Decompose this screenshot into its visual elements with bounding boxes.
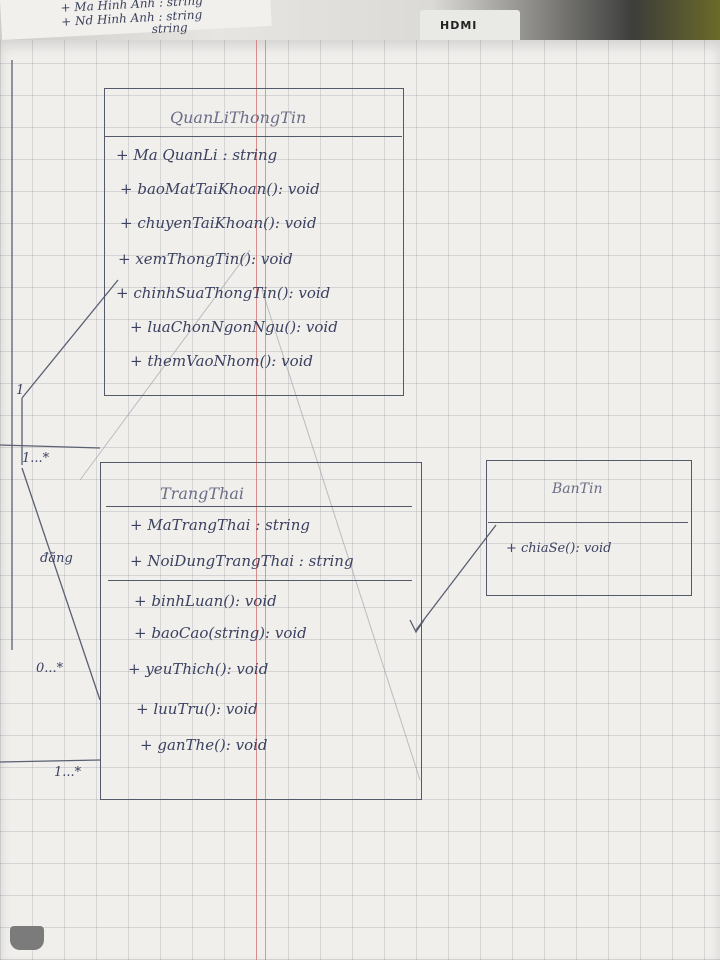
class-trangthai-attribute: + MaTrangThai : string bbox=[130, 516, 310, 534]
class-trangthai-method: + baoCao(string): void bbox=[134, 624, 307, 642]
pencil-line-1 bbox=[79, 249, 251, 481]
hdmi-label: HDMI bbox=[440, 19, 478, 32]
class-trangthai-divider-2 bbox=[108, 580, 412, 581]
multiplicity-label: 1 bbox=[16, 383, 25, 398]
class-trangthai-method: + luuTru(): void bbox=[136, 700, 258, 718]
left-horizontal-2 bbox=[0, 759, 101, 763]
class-quanlithongtin-method: + baoMatTaiKhoan(): void bbox=[120, 180, 320, 198]
margin-line bbox=[256, 40, 266, 960]
graph-paper-sheet bbox=[0, 40, 720, 960]
class-trangthai-divider-1 bbox=[106, 506, 412, 507]
class-bantin-divider bbox=[488, 522, 688, 523]
class-quanlithongtin-method: + luaChonNgonNgu(): void bbox=[130, 318, 338, 336]
class-bantin-name: BanTin bbox=[552, 481, 603, 497]
class-bantin-method: + chiaSe(): void bbox=[506, 541, 612, 556]
class-quanlithongtin bbox=[104, 88, 404, 396]
class-quanlithongtin-divider bbox=[104, 136, 402, 137]
left-horizontal-1 bbox=[0, 444, 101, 449]
class-trangthai-name: TrangThai bbox=[160, 484, 245, 503]
class-quanlithongtin-name: QuanLiThongTin bbox=[170, 108, 307, 127]
pencil-line-2 bbox=[261, 289, 421, 781]
bantin-assoc-line bbox=[415, 524, 497, 631]
multiplicity-label: 1...* bbox=[22, 451, 50, 466]
class-trangthai-method: + ganThe(): void bbox=[140, 736, 268, 754]
class-quanlithongtin-method: + chuyenTaiKhoan(): void bbox=[120, 214, 317, 232]
assoc-line-a bbox=[21, 279, 119, 399]
association-name-label: đăng bbox=[40, 551, 73, 566]
class-trangthai-method: + binhLuan(): void bbox=[134, 592, 277, 610]
class-bantin bbox=[486, 460, 692, 596]
multiplicity-label: 1...* bbox=[54, 765, 82, 780]
multiplicity-label: 0...* bbox=[36, 661, 64, 676]
class-quanlithongtin-method: + xemThongTin(): void bbox=[118, 250, 293, 268]
class-quanlithongtin-method: + chinhSuaThongTin(): void bbox=[116, 284, 331, 302]
assoc-line-c bbox=[21, 467, 101, 701]
class-quanlithongtin-method: + themVaoNhom(): void bbox=[130, 352, 314, 370]
class-trangthai-attribute: + NoiDungTrangThai : string bbox=[130, 552, 354, 570]
class-trangthai bbox=[100, 462, 422, 800]
class-trangthai-method: + yeuThich(): void bbox=[128, 660, 269, 678]
class-quanlithongtin-attribute: + Ma QuanLi : string bbox=[116, 146, 278, 164]
corner-stamp-icon bbox=[10, 926, 44, 950]
hdmi-device: HDMI bbox=[420, 10, 520, 44]
